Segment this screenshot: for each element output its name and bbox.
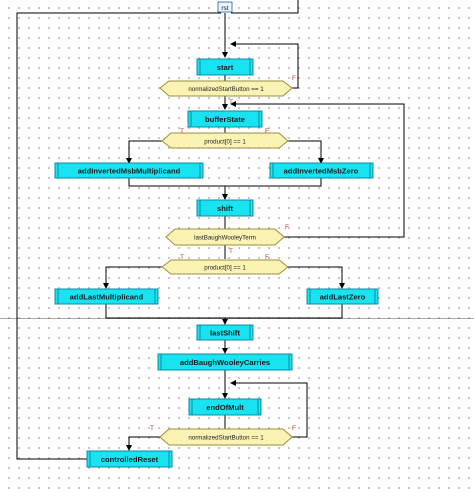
edge-top-right-loop bbox=[231, 0, 299, 14]
edge-cond4-true bbox=[103, 266, 162, 289]
state-buffer-state[interactable]: bufferState bbox=[187, 110, 263, 128]
condition-product0-1[interactable]: product[0] == 1 bbox=[161, 132, 289, 149]
state-add-last-zero-label: addLastZero bbox=[320, 293, 366, 302]
state-add-inverted-msb-multiplicand-label: addInvertedMsbMultiplicand bbox=[78, 167, 181, 176]
condition-normalized-start-1-label: normalizedStartButton == 1 bbox=[188, 86, 264, 93]
edge-controlled-reset-to-start bbox=[16, 12, 221, 460]
condition-normalized-start-2-label: normalizedStartButton == 1 bbox=[188, 435, 264, 442]
state-last-shift[interactable]: lastShift bbox=[196, 324, 254, 341]
condition-normalized-start-2[interactable]: normalizedStartButton == 1 bbox=[159, 428, 293, 446]
branch-label-f-cond4: F bbox=[265, 254, 269, 261]
entry-rst-label: rst bbox=[221, 5, 228, 12]
edge-cond2-true bbox=[126, 140, 162, 164]
edge-cond4-false bbox=[288, 266, 345, 289]
state-shift[interactable]: shift bbox=[196, 199, 254, 217]
edge-cond3-false-loop bbox=[230, 101, 405, 238]
condition-last-baugh-wooley-term[interactable]: lastBaughWooleyTerm bbox=[165, 228, 285, 246]
state-start[interactable]: start bbox=[196, 58, 254, 76]
branch-labels: F T T F F T T F T F bbox=[150, 75, 296, 432]
state-add-last-zero[interactable]: addLastZero bbox=[306, 288, 379, 305]
condition-product0-1-label: product[0] == 1 bbox=[204, 139, 246, 146]
edge-cond2-false bbox=[288, 140, 324, 164]
state-add-baugh-wooley-carries[interactable]: addBaughWooleyCarries bbox=[157, 353, 293, 371]
state-controlled-reset-label: controlledReset bbox=[101, 455, 159, 464]
state-controlled-reset[interactable]: controlledReset bbox=[86, 450, 173, 468]
branch-label-t-cond3: T bbox=[229, 248, 233, 255]
edge-cond5-false-loop bbox=[230, 380, 308, 438]
edge-merge-to-shift bbox=[128, 178, 322, 187]
edge-merge-to-lastshift bbox=[105, 304, 343, 319]
branch-label-t-cond5: T bbox=[150, 425, 154, 432]
branch-label-t-cond2: T bbox=[180, 128, 184, 135]
condition-product0-2-label: product[0] == 1 bbox=[204, 265, 246, 272]
condition-product0-2[interactable]: product[0] == 1 bbox=[161, 259, 289, 275]
state-start-label: start bbox=[217, 63, 234, 72]
state-add-inverted-msb-zero[interactable]: addInvertedMsbZero bbox=[269, 162, 374, 179]
state-buffer-state-label: bufferState bbox=[205, 115, 245, 124]
state-add-inverted-msb-multiplicand[interactable]: addInvertedMsbMultiplicand bbox=[54, 162, 204, 179]
branch-label-f-cond1: F bbox=[292, 75, 296, 82]
state-add-last-multiplicand[interactable]: addLastMultiplicand bbox=[54, 288, 159, 305]
branch-label-t-cond4: T bbox=[180, 254, 184, 261]
state-end-of-mult-label: endOfMult bbox=[206, 403, 244, 412]
condition-normalized-start-1[interactable]: normalizedStartButton == 1 bbox=[159, 80, 293, 97]
state-end-of-mult[interactable]: endOfMult bbox=[188, 398, 262, 416]
state-shift-label: shift bbox=[217, 204, 234, 213]
state-add-last-multiplicand-label: addLastMultiplicand bbox=[70, 293, 144, 302]
branch-label-f-cond3: F bbox=[285, 224, 289, 231]
condition-last-baugh-wooley-term-label: lastBaughWooleyTerm bbox=[194, 235, 256, 242]
state-add-baugh-wooley-carries-label: addBaughWooleyCarries bbox=[180, 358, 270, 367]
edge-cond5-true bbox=[126, 436, 160, 451]
state-add-inverted-msb-zero-label: addInvertedMsbZero bbox=[284, 167, 359, 176]
edge-cond1-false-loop bbox=[230, 41, 299, 89]
state-last-shift-label: lastShift bbox=[210, 329, 240, 338]
branch-label-t-cond1: T bbox=[229, 99, 233, 106]
branch-label-f-cond2: F bbox=[265, 128, 269, 135]
connectors bbox=[16, 0, 405, 460]
entry-rst[interactable]: rst bbox=[217, 1, 233, 13]
branch-label-f-cond5: F bbox=[292, 425, 296, 432]
